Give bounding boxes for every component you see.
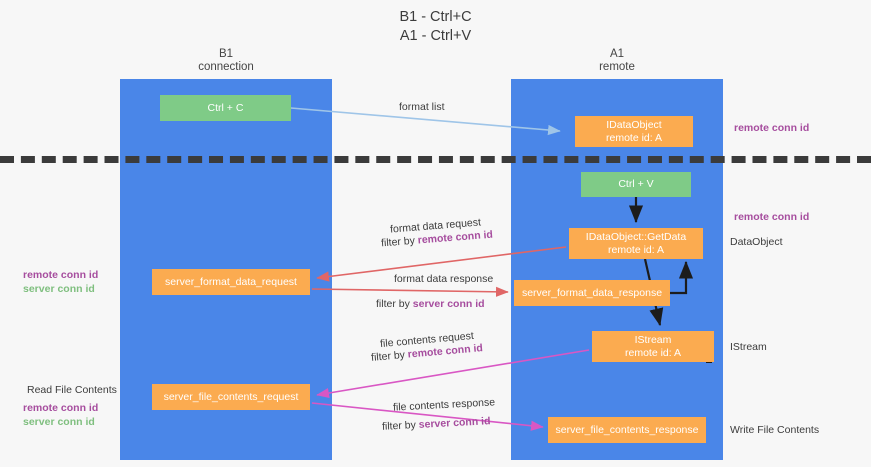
node-server-format-data-response-label: server_format_data_response — [521, 286, 663, 299]
node-idataobject-sub: remote id: A — [605, 131, 663, 144]
server-conn-id-text-2: server conn id — [418, 415, 491, 431]
lane-header-a1: A1 remote — [511, 48, 723, 74]
edge-label-format-data-response-filter: filter by server conn id — [376, 298, 485, 311]
node-ctrl-v-label: Ctrl + V — [618, 178, 654, 191]
annotation-remote-conn-id-left-2: remote conn id — [23, 402, 99, 414]
edge-label-file-contents-response-filter: filter by server conn id — [382, 415, 491, 434]
node-server-format-data-request[interactable]: server_format_data_request — [152, 269, 310, 295]
filter-by-text-2: filter by — [376, 298, 413, 310]
page-title: B1 - Ctrl+C A1 - Ctrl+V — [0, 8, 871, 46]
annotation-conn-ids-bottom: remote conn id server conn id — [23, 402, 98, 429]
lane-header-a1-sub: remote — [599, 61, 635, 73]
annotation-read-file-contents: Read File Contents — [27, 384, 117, 396]
annotation-server-conn-id-left-2: server conn id — [23, 415, 95, 428]
node-server-format-data-request-label: server_format_data_request — [165, 275, 297, 288]
annotation-istream: IStream — [730, 341, 767, 353]
filter-by-text-3: filter by — [370, 348, 409, 364]
annotation-remote-conn-id-top: remote conn id — [734, 122, 810, 134]
section-divider — [0, 156, 871, 163]
node-server-format-data-response[interactable]: server_format_data_response — [514, 280, 670, 306]
node-server-file-contents-request-label: server_file_contents_request — [163, 390, 299, 403]
annotation-dataobject: DataObject — [730, 236, 783, 248]
edge-label-file-contents-response: file contents response — [392, 396, 496, 414]
title-line-2: A1 - Ctrl+V — [399, 28, 472, 44]
node-ctrl-c[interactable]: Ctrl + C — [160, 95, 291, 121]
edge-label-format-data-response: format data response — [394, 273, 494, 285]
node-getdata[interactable]: IDataObject::GetData remote id: A — [569, 228, 703, 259]
node-istream-sub: remote id: A — [624, 346, 682, 359]
annotation-server-conn-id-left-1: server conn id — [23, 282, 95, 295]
node-getdata-sub: remote id: A — [607, 243, 665, 256]
node-server-file-contents-response-label: server_file_contents_response — [555, 423, 699, 436]
lane-header-b1: B1 connection — [120, 48, 332, 74]
lane-header-b1-sub: connection — [198, 61, 254, 73]
annotation-write-file-contents: Write File Contents — [730, 424, 820, 436]
filter-by-text-1: filter by — [380, 234, 419, 250]
server-conn-id-text-1: server conn id — [412, 298, 485, 310]
edge-label-format-list: format list — [399, 101, 445, 113]
node-getdata-label: IDataObject::GetData — [585, 231, 687, 243]
node-idataobject-label: IDataObject — [606, 119, 662, 131]
title-line-1: B1 - Ctrl+C — [399, 9, 472, 25]
lane-header-b1-name: B1 — [218, 48, 234, 60]
filter-by-text-4: filter by — [381, 418, 420, 433]
annotation-remote-conn-id-mid: remote conn id — [734, 211, 810, 223]
lane-header-a1-name: A1 — [609, 48, 625, 60]
node-ctrl-c-label: Ctrl + C — [207, 101, 244, 114]
node-istream-label: IStream — [634, 334, 672, 346]
node-ctrl-v[interactable]: Ctrl + V — [581, 172, 691, 197]
annotation-remote-conn-id-left-1: remote conn id — [23, 269, 99, 281]
node-idataobject[interactable]: IDataObject remote id: A — [575, 116, 693, 147]
node-server-file-contents-request[interactable]: server_file_contents_request — [152, 384, 310, 410]
annotation-conn-ids-mid: remote conn id server conn id — [23, 269, 98, 296]
node-server-file-contents-response[interactable]: server_file_contents_response — [548, 417, 706, 443]
node-istream[interactable]: IStream remote id: A — [592, 331, 714, 362]
